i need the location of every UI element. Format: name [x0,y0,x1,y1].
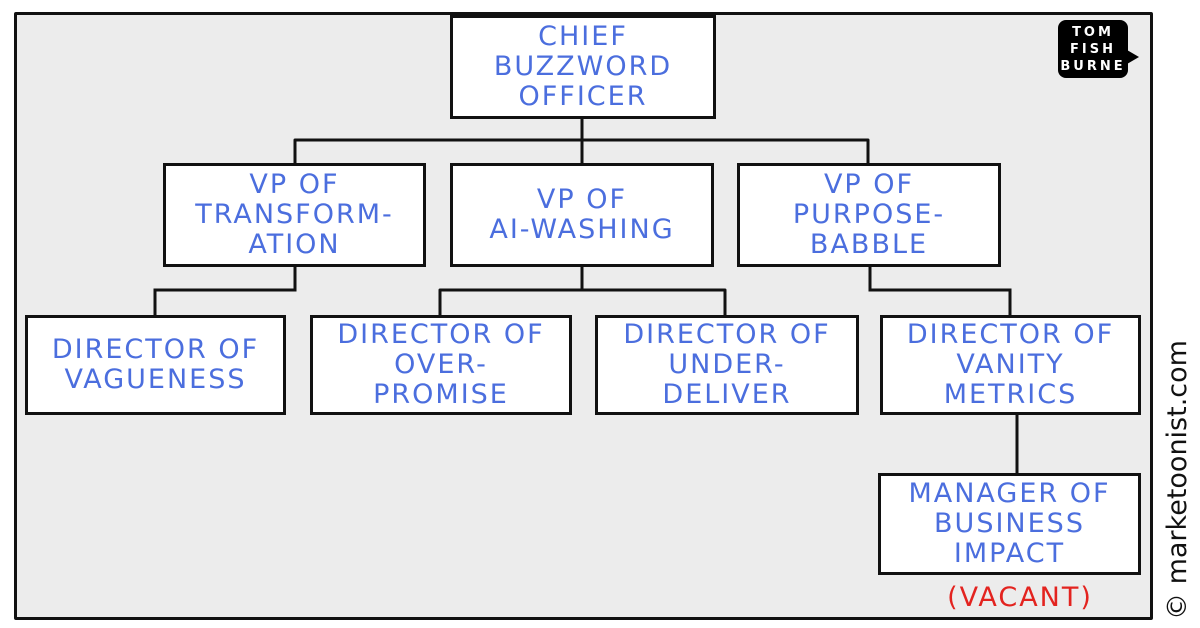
marketoonist-credit: © marketoonist.com [1162,340,1193,620]
logo-line: FISH [1070,41,1116,57]
manager-box-business-impact: MANAGER OF BUSINESS IMPACT [878,473,1141,575]
connector-vp1-directors [153,264,297,317]
tom-fishburne-logo: TOM FISH BURNE [1058,20,1139,78]
vacant-label: (VACANT) [947,582,1093,613]
ceo-box: CHIEF BUZZWORD OFFICER [450,15,716,119]
vp-box-ai-washing: VP OF AI-WASHING [450,163,714,267]
director-box-vanity-metrics: DIRECTOR OF VANITY METRICS [880,315,1141,415]
logo-line: BURNE [1060,58,1126,74]
connector-vp3-directors [868,264,1012,317]
vp-box-transformation: VP OF TRANSFORM- ATION [163,163,426,267]
director-box-vagueness: DIRECTOR OF VAGUENESS [25,315,286,415]
logo-line: TOM [1072,24,1114,40]
connector-vp2-directors [438,264,727,317]
director-box-over-promise: DIRECTOR OF OVER- PROMISE [310,315,572,415]
director-box-under-deliver: DIRECTOR OF UNDER- DELIVER [595,315,859,415]
vp-box-purpose-babble: VP OF PURPOSE- BABBLE [737,163,1001,267]
connector-ceo-vps [293,116,870,165]
